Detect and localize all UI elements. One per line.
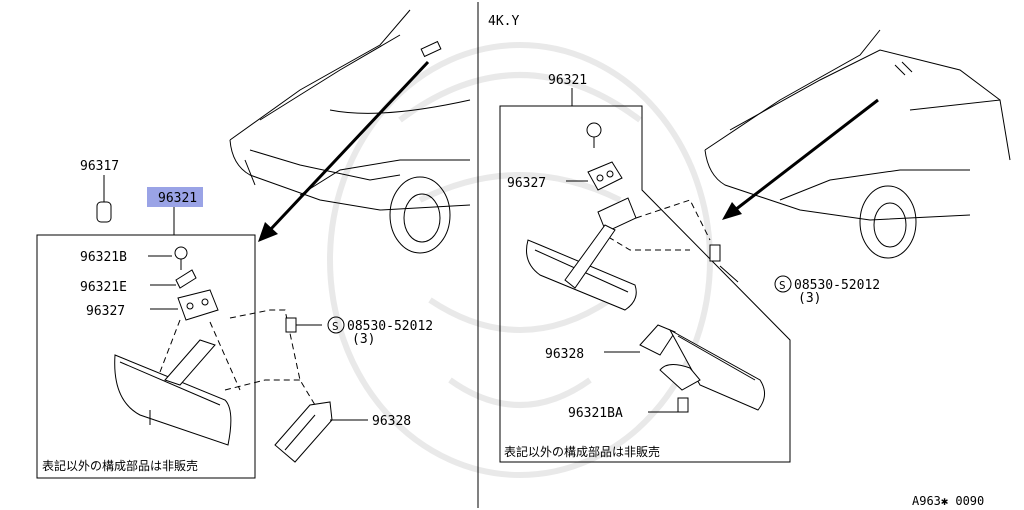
bolt-spec-left[interactable]: S 08530-52012 (3): [327, 316, 433, 347]
left-arrow-head: [258, 222, 278, 242]
label-bolt-right: 08530-52012: [794, 278, 880, 293]
cover-96321e-part: [175, 269, 197, 289]
rearview-mirror-right-lower: [659, 328, 765, 411]
label-96327-left[interactable]: 96327: [86, 304, 125, 319]
base-96327-right-part: [587, 161, 623, 191]
screw-top-right: [586, 122, 602, 148]
cover-96328-right-part: [639, 324, 676, 356]
bolt-right-part: [709, 244, 739, 283]
bracket-96328-part: [274, 401, 333, 463]
s-symbol-icon: S: [332, 320, 339, 333]
highlight-96321: [147, 187, 203, 207]
bolt-spec-right[interactable]: S 08530-52012 (3): [774, 275, 880, 306]
label-96328-left[interactable]: 96328: [372, 414, 411, 429]
variant-code: 4K.Y: [488, 14, 519, 29]
label-bolt-qty-right: (3): [798, 291, 821, 306]
bulb-part: [96, 175, 112, 223]
screw-96321b-part: [174, 246, 188, 270]
label-bolt-qty-left: (3): [352, 332, 375, 347]
s-symbol-icon: S: [779, 279, 786, 292]
watermark-emblem: [327, 42, 713, 478]
label-96321-right[interactable]: 96321: [548, 73, 587, 88]
label-96321b[interactable]: 96321B: [80, 250, 127, 265]
right-assembly-frame: [499, 105, 791, 463]
bolt-left-part: [285, 317, 322, 333]
base-96327-part: [177, 289, 219, 321]
label-96321e[interactable]: 96321E: [80, 280, 127, 295]
left-assembly-frame: [36, 234, 256, 479]
label-96317[interactable]: 96317: [80, 159, 119, 174]
rearview-mirror-left: [114, 319, 241, 446]
label-96321-left[interactable]: 96321: [158, 191, 197, 206]
note-not-for-sale-left: 表記以外の構成部品は非販売: [42, 458, 198, 473]
label-bolt-left: 08530-52012: [347, 319, 433, 334]
left-location-arrow: [268, 60, 430, 232]
figure-code: A963✱ 0090: [912, 494, 984, 508]
label-96327-right[interactable]: 96327: [507, 176, 546, 191]
note-not-for-sale-right: 表記以外の構成部品は非販売: [504, 444, 660, 459]
rearview-mirror-right-upper: [526, 224, 637, 311]
right-car-sketch: [704, 29, 1011, 259]
left-car-sketch: [229, 9, 471, 254]
label-96328-right[interactable]: 96328: [545, 347, 584, 362]
right-arrow-head: [722, 202, 742, 220]
right-location-arrow: [734, 98, 879, 212]
label-96321ba[interactable]: 96321BA: [568, 406, 623, 421]
screw-96321ba-part: [677, 397, 689, 413]
